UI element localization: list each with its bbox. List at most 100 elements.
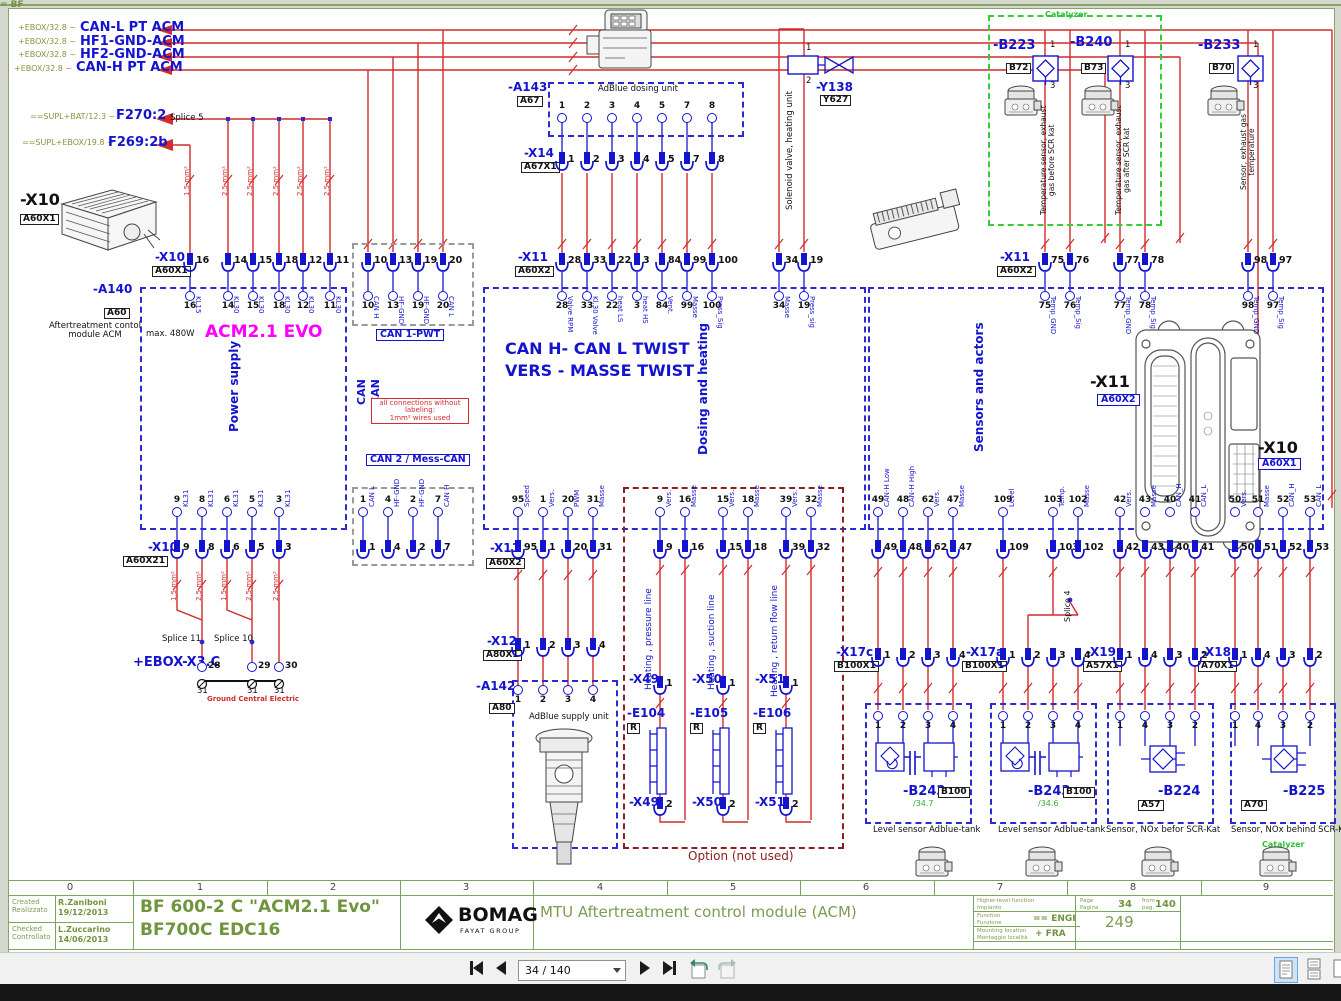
schematic-label: Aftertreatment contol module ACM	[49, 321, 141, 340]
connector-plug-pin: 77	[1112, 253, 1139, 273]
module-pin: 20 CAN L	[437, 291, 455, 317]
pin-number: 99	[693, 255, 707, 266]
pin-label: CAN_L	[1315, 484, 1323, 507]
last-page-button[interactable]	[663, 961, 676, 975]
pin-label: CAN_H	[1288, 483, 1296, 507]
pin-label: Masse	[1263, 485, 1271, 507]
schematic-label: A60X1	[20, 214, 59, 226]
module-pin: 97 Temp_Sig	[1267, 291, 1285, 329]
plug-icon	[272, 253, 286, 272]
schematic-label: AdBlue dosing unit	[598, 84, 678, 94]
connector-plug-pin: 33	[579, 253, 606, 273]
pin-number: 33	[580, 301, 594, 311]
connector-photo	[1022, 844, 1064, 884]
pin-number: 39	[792, 542, 806, 553]
page-number-field[interactable]: 34 / 140	[518, 960, 626, 981]
pin-number: 8	[198, 495, 206, 505]
module-pin: 102 Masse	[1069, 485, 1091, 517]
connector-plug-pin: 3	[604, 152, 625, 172]
plug-icon	[1276, 540, 1290, 559]
pin-number: 95	[524, 542, 538, 553]
pin-number: 20	[574, 542, 588, 553]
page-number-value: 34 / 140	[525, 964, 571, 977]
continuous-scroll-view-button[interactable]	[1303, 957, 1325, 981]
module-pin: 30	[274, 661, 298, 672]
plug-icon	[871, 648, 885, 667]
column-number: 7	[996, 882, 1004, 893]
module-pin: 4	[1253, 711, 1263, 731]
pin-number: 47	[946, 495, 960, 505]
module-pin: 1	[1115, 711, 1125, 731]
connector-plug-pin: 15	[715, 540, 742, 560]
connector-plug-pin: 2	[405, 540, 426, 560]
connector-plug-pin: 84	[654, 253, 681, 273]
pin-number: 3	[574, 640, 581, 651]
connector-plug-pin: 39	[778, 540, 805, 560]
schematic-label: -X14	[524, 146, 554, 160]
pin-number: 100	[718, 255, 738, 266]
first-page-button[interactable]	[470, 961, 483, 975]
connector-plug-pin: 100	[704, 253, 738, 273]
adblue-pump-drawing	[535, 728, 593, 865]
sheet-number: 249	[1105, 913, 1134, 931]
plug-icon	[296, 253, 310, 272]
schematic-label: CAN	[355, 379, 368, 405]
pin-number: 1	[874, 721, 882, 731]
previous-view-button[interactable]	[688, 957, 710, 981]
pin-number: 5	[668, 154, 675, 165]
connector-plug-pin: 28	[554, 253, 581, 273]
schematic-label: -B240	[1070, 35, 1113, 50]
schematic-label: -B225	[1283, 784, 1326, 799]
module-pin: 3 heat HS	[632, 291, 649, 324]
pin-number: 40	[1176, 542, 1190, 553]
pin-number: 18	[754, 542, 768, 553]
plug-icon	[1276, 648, 1290, 667]
next-page-button[interactable]	[640, 961, 650, 975]
pin-label: CAN-H High	[908, 465, 916, 507]
previous-page-button[interactable]	[496, 961, 506, 975]
pin-number: 3	[608, 101, 616, 111]
connector-plug-pin: 41	[1187, 540, 1214, 560]
pin-label: Temp_Sig	[1277, 296, 1285, 329]
pin-number: 2	[549, 640, 556, 651]
pin-number: 19	[810, 255, 824, 266]
pin-label: Temp_GND	[1124, 296, 1132, 335]
pin-number: 11	[323, 301, 337, 311]
pin-label: Level	[1008, 488, 1016, 507]
pin-number: 1	[1116, 721, 1124, 731]
pin-label: CAN L	[368, 485, 376, 507]
pin-number: 50	[1228, 495, 1242, 505]
plug-icon	[1303, 648, 1317, 667]
pin-label: Masse	[783, 296, 791, 318]
module-pin: 1	[998, 711, 1008, 731]
pin-number: 4	[643, 154, 650, 165]
page-dropdown-caret[interactable]	[613, 968, 621, 973]
schematic-label: -E105	[690, 706, 729, 720]
plug-icon	[511, 540, 525, 559]
connector-plug-pin: 2	[895, 648, 916, 668]
pin-number: 4	[1141, 721, 1149, 731]
module-pin: 3	[563, 685, 573, 705]
pin-number: 53	[1316, 542, 1330, 553]
pin-number: 4	[394, 542, 401, 553]
pin-number: 16	[196, 255, 210, 266]
module-pin: 76 Temp_Sig	[1064, 291, 1082, 329]
pin-number: 8	[208, 542, 215, 553]
pin-number: 3	[1059, 650, 1066, 661]
pin-label: Temp_Sig	[1149, 296, 1157, 329]
two-page-view-button[interactable]	[1332, 957, 1341, 981]
schematic-label: A67X1	[521, 162, 560, 174]
module-pin: 7	[682, 101, 692, 123]
single-page-view-button[interactable]	[1274, 957, 1298, 983]
plug-icon	[323, 253, 337, 272]
pin-number: 52	[1289, 542, 1303, 553]
pin-number: 9	[666, 542, 673, 553]
schematic-label: 2,5 mm²	[246, 166, 254, 196]
ground-icon	[196, 675, 208, 690]
connector-plug-pin: 22	[604, 253, 631, 273]
connector-plug-pin: 1	[554, 152, 575, 172]
next-view-button[interactable]	[716, 957, 738, 981]
module-pin: 4	[1073, 711, 1083, 731]
connector-plug-pin: 2	[579, 152, 600, 172]
